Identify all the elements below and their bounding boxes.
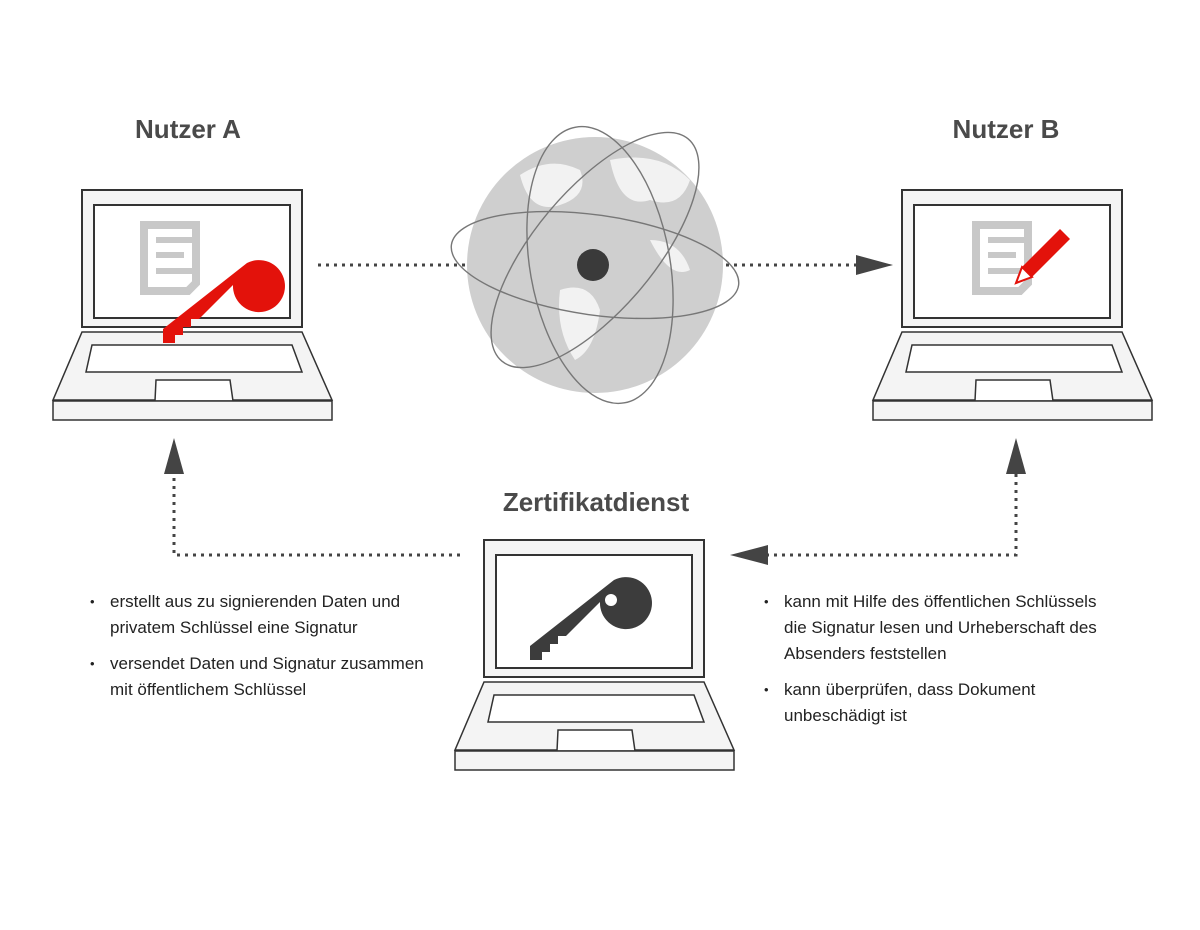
laptop-user-b xyxy=(872,189,1153,421)
arrow-cert-to-a xyxy=(164,438,460,557)
laptop-user-a xyxy=(52,189,333,421)
document-pen-icon xyxy=(976,225,1070,291)
arrow-b-to-cert xyxy=(730,438,1026,565)
user-b-title: Nutzer B xyxy=(952,114,1060,144)
arrow-a-to-b xyxy=(318,255,893,275)
list-item: kann überprüfen, dass Dokument unbeschäd… xyxy=(764,677,1109,729)
globe-icon xyxy=(450,125,740,405)
document-key-icon xyxy=(144,225,285,343)
list-item: versendet Daten und Signatur zusammen mi… xyxy=(90,651,430,703)
cert-service-title: Zertifikatdienst xyxy=(502,487,690,517)
key-icon xyxy=(530,577,652,660)
user-a-title: Nutzer A xyxy=(135,114,241,144)
list-item: kann mit Hilfe des öffentlichen Schlüsse… xyxy=(764,589,1109,667)
user-a-notes: erstellt aus zu signierenden Daten und p… xyxy=(90,589,430,713)
laptop-cert-service xyxy=(454,539,735,771)
list-item: erstellt aus zu signierenden Daten und p… xyxy=(90,589,430,641)
user-b-notes: kann mit Hilfe des öffentlichen Schlüsse… xyxy=(764,589,1109,739)
